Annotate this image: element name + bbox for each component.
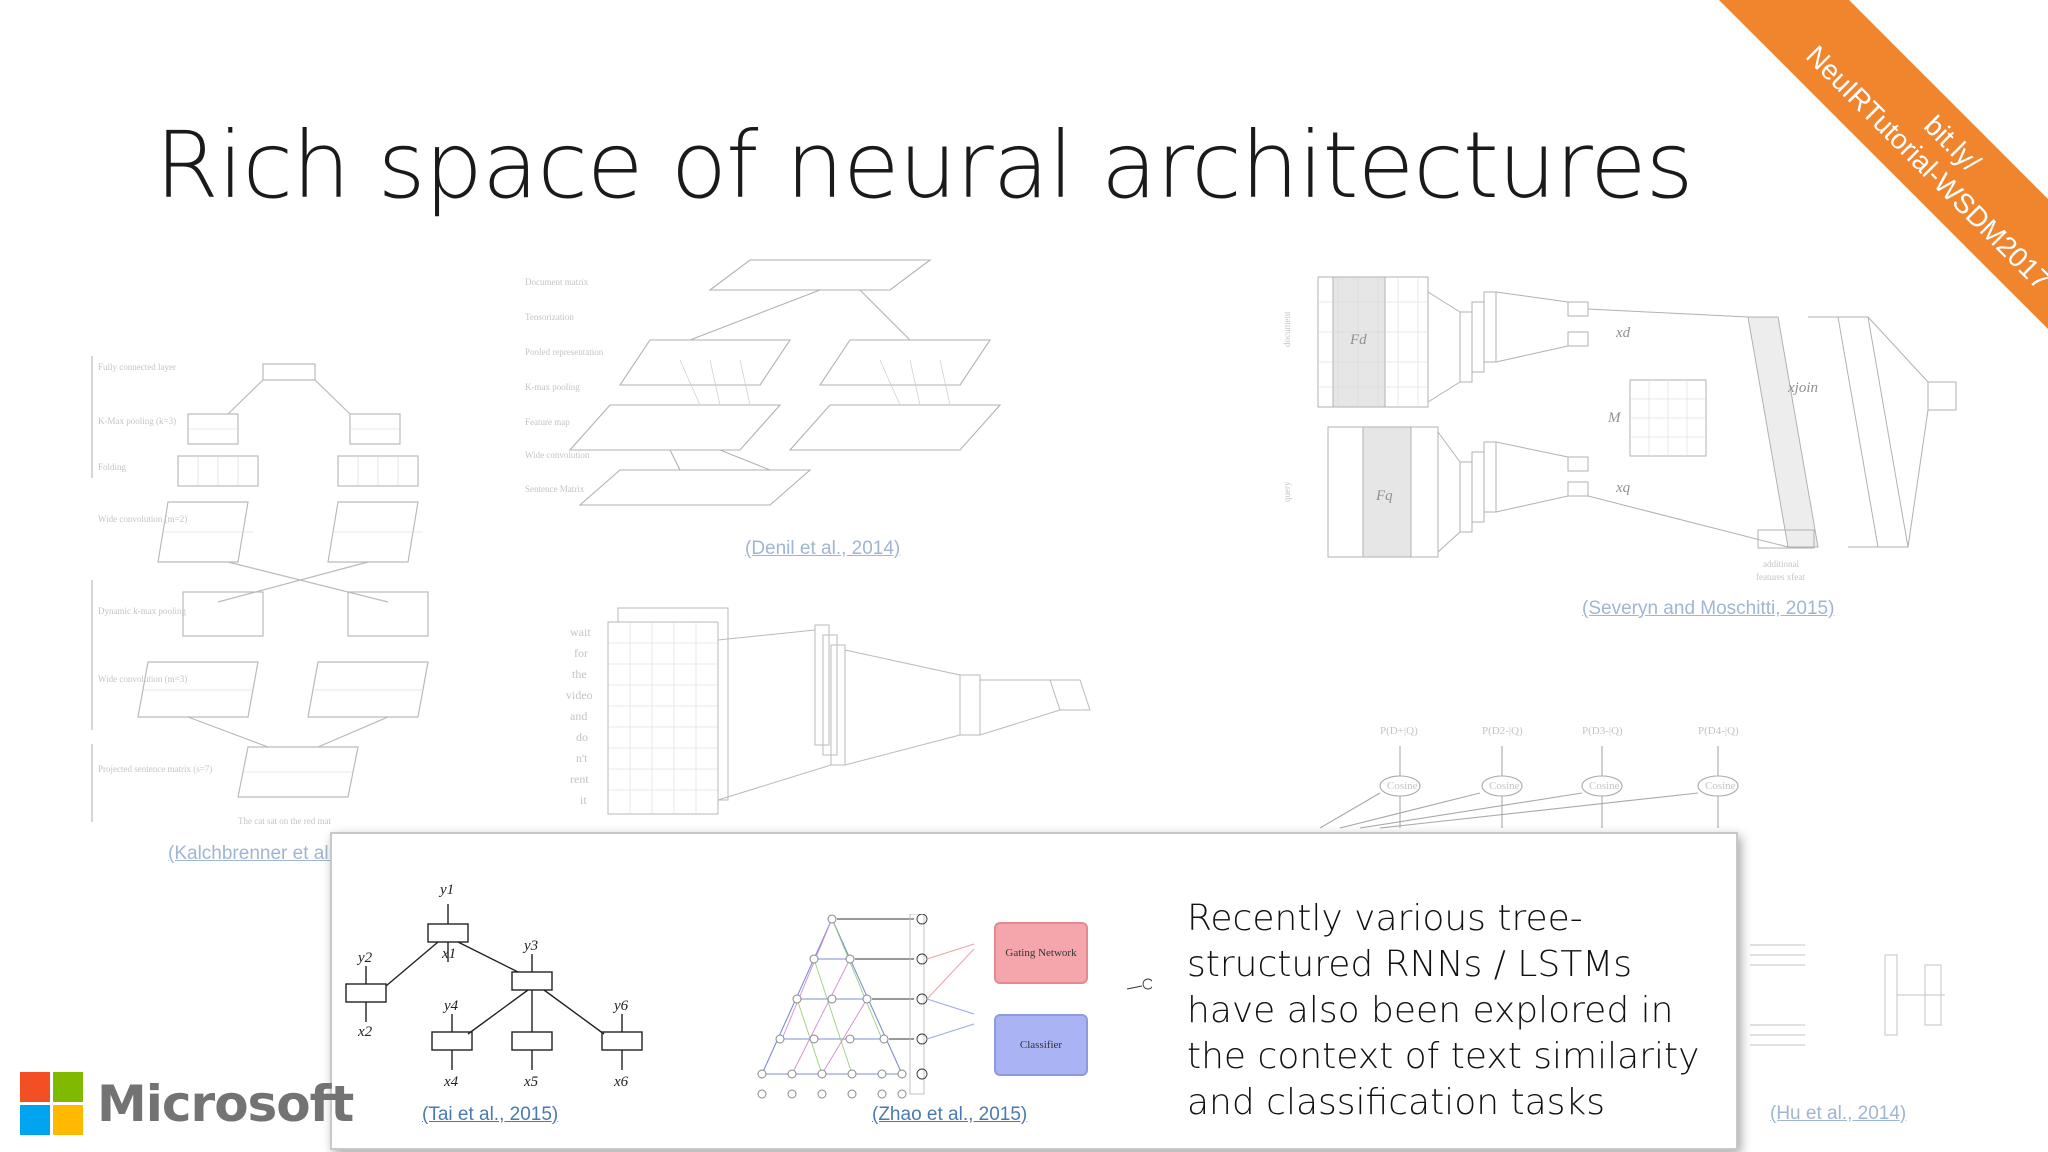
cnn-word-7: rent (570, 772, 589, 786)
cnn-figure: wait for the video and do n't rent it (560, 600, 1140, 830)
dssm-node-0: Cosine (1387, 780, 1418, 792)
svg-text:K-max pooling: K-max pooling (525, 382, 580, 392)
severyn-document-label: document (1282, 311, 1292, 347)
severyn-m: M (1607, 410, 1622, 426)
severyn-xq: xq (1615, 480, 1631, 496)
classifier-box: Classifier (994, 1014, 1088, 1076)
kalch-label-4: Dynamic k-max pooling (98, 606, 186, 616)
severyn-fq: Fq (1375, 488, 1393, 504)
severyn-additional: additional (1763, 559, 1799, 569)
tree-x1: x1 (441, 946, 456, 962)
tai-caption[interactable]: (Tai et al., 2015) (422, 1104, 559, 1125)
tree-x2: x2 (357, 1024, 373, 1040)
severyn-query-label: query (1282, 481, 1292, 502)
hu-caption[interactable]: (Hu et al., 2014) (1770, 1103, 1907, 1124)
ribbon-line-2: NeuIRTutorial-WSDM2017 (1800, 39, 2048, 296)
kalch-label-1: K-Max pooling (k=3) (98, 416, 176, 426)
kalch-label-0: Fully connected layer (98, 362, 176, 372)
zhao-dag-figure (757, 914, 1152, 1099)
dssm-node-2: Cosine (1589, 780, 1620, 792)
denil-caption[interactable]: (Denil et al., 2014) (745, 538, 901, 559)
tree-lstm-popup: y1 y2 y3 y4 y6 x1 x2 x4 x5 x6 (Tai et al… (330, 832, 1738, 1150)
dssm-node-3: Cosine (1705, 780, 1736, 792)
dssm-node-1: Cosine (1489, 780, 1520, 792)
cnn-word-8: it (580, 793, 587, 807)
cnn-word-5: do (576, 730, 588, 744)
tree-y1: y1 (438, 882, 454, 898)
svg-text:Feature map: Feature map (525, 417, 570, 427)
dssm-label-3: P(D4-|Q) (1698, 725, 1739, 737)
hu-figure (1745, 925, 1985, 1075)
svg-text:Document matrix: Document matrix (525, 277, 589, 287)
kalch-label-3: Wide convolution (m=2) (98, 514, 187, 524)
tree-x4: x4 (443, 1074, 459, 1090)
severyn-xd: xd (1615, 325, 1631, 341)
gating-network-label: Gating Network (1005, 947, 1077, 959)
zhao-caption[interactable]: (Zhao et al., 2015) (872, 1104, 1028, 1125)
tree-x6: x6 (613, 1074, 629, 1090)
kalch-label-2: Folding (98, 462, 127, 472)
cnn-word-3: video (566, 688, 593, 702)
severyn-caption[interactable]: (Severyn and Moschitti, 2015) (1582, 598, 1835, 619)
cnn-word-6: n't (576, 751, 588, 765)
kalch-sentence: The cat sat on the red mat (238, 816, 331, 826)
microsoft-squares-icon (20, 1072, 83, 1135)
kalchbrenner-figure: Fully connected layer K-Max pooling (k=3… (88, 352, 468, 832)
kalch-label-6: Projected sentence matrix (s=7) (98, 764, 212, 774)
cnn-word-1: for (574, 646, 588, 660)
tree-y3: y3 (522, 938, 538, 954)
microsoft-wordmark: Microsoft (97, 1074, 354, 1133)
cnn-word-2: the (572, 667, 587, 681)
dssm-label-0: P(D+|Q) (1380, 725, 1418, 737)
svg-text:Wide convolution: Wide convolution (525, 450, 590, 460)
svg-text:Tensorization: Tensorization (525, 312, 574, 322)
cnn-word-0: wait (570, 625, 591, 639)
severyn-xjoin: xjoin (1787, 380, 1818, 396)
gating-network-box: Gating Network (994, 922, 1088, 984)
dssm-label-1: P(D2-|Q) (1482, 725, 1523, 737)
svg-text:Pooled representation: Pooled representation (525, 347, 604, 357)
severyn-figure: document query Fd Fq M xd xq xjoin addit… (1278, 272, 2008, 592)
svg-text:Sentence Matrix: Sentence Matrix (525, 484, 585, 494)
tree-x5: x5 (523, 1074, 539, 1090)
microsoft-logo: Microsoft (20, 1072, 354, 1135)
cnn-word-4: and (570, 709, 587, 723)
severyn-fd: Fd (1349, 332, 1367, 348)
severyn-features: features xfeat (1756, 572, 1805, 582)
popup-description: Recently various tree-structured RNNs / … (1187, 898, 1700, 1123)
tree-y2: y2 (356, 950, 373, 966)
tree-y4: y4 (442, 998, 459, 1014)
classifier-label: Classifier (1019, 1039, 1063, 1051)
tree-y6: y6 (612, 998, 629, 1014)
tai-tree-figure: y1 y2 y3 y4 y6 x1 x2 x4 x5 x6 (345, 882, 643, 1090)
dssm-label-2: P(D3-|Q) (1582, 725, 1623, 737)
dssm-figure: P(D+|Q) P(D2-|Q) P(D3-|Q) P(D4-|Q) Cosin… (1320, 718, 1790, 838)
kalch-label-5: Wide convolution (m=3) (98, 674, 187, 684)
slide-title: Rich space of neural architectures (155, 112, 1694, 219)
